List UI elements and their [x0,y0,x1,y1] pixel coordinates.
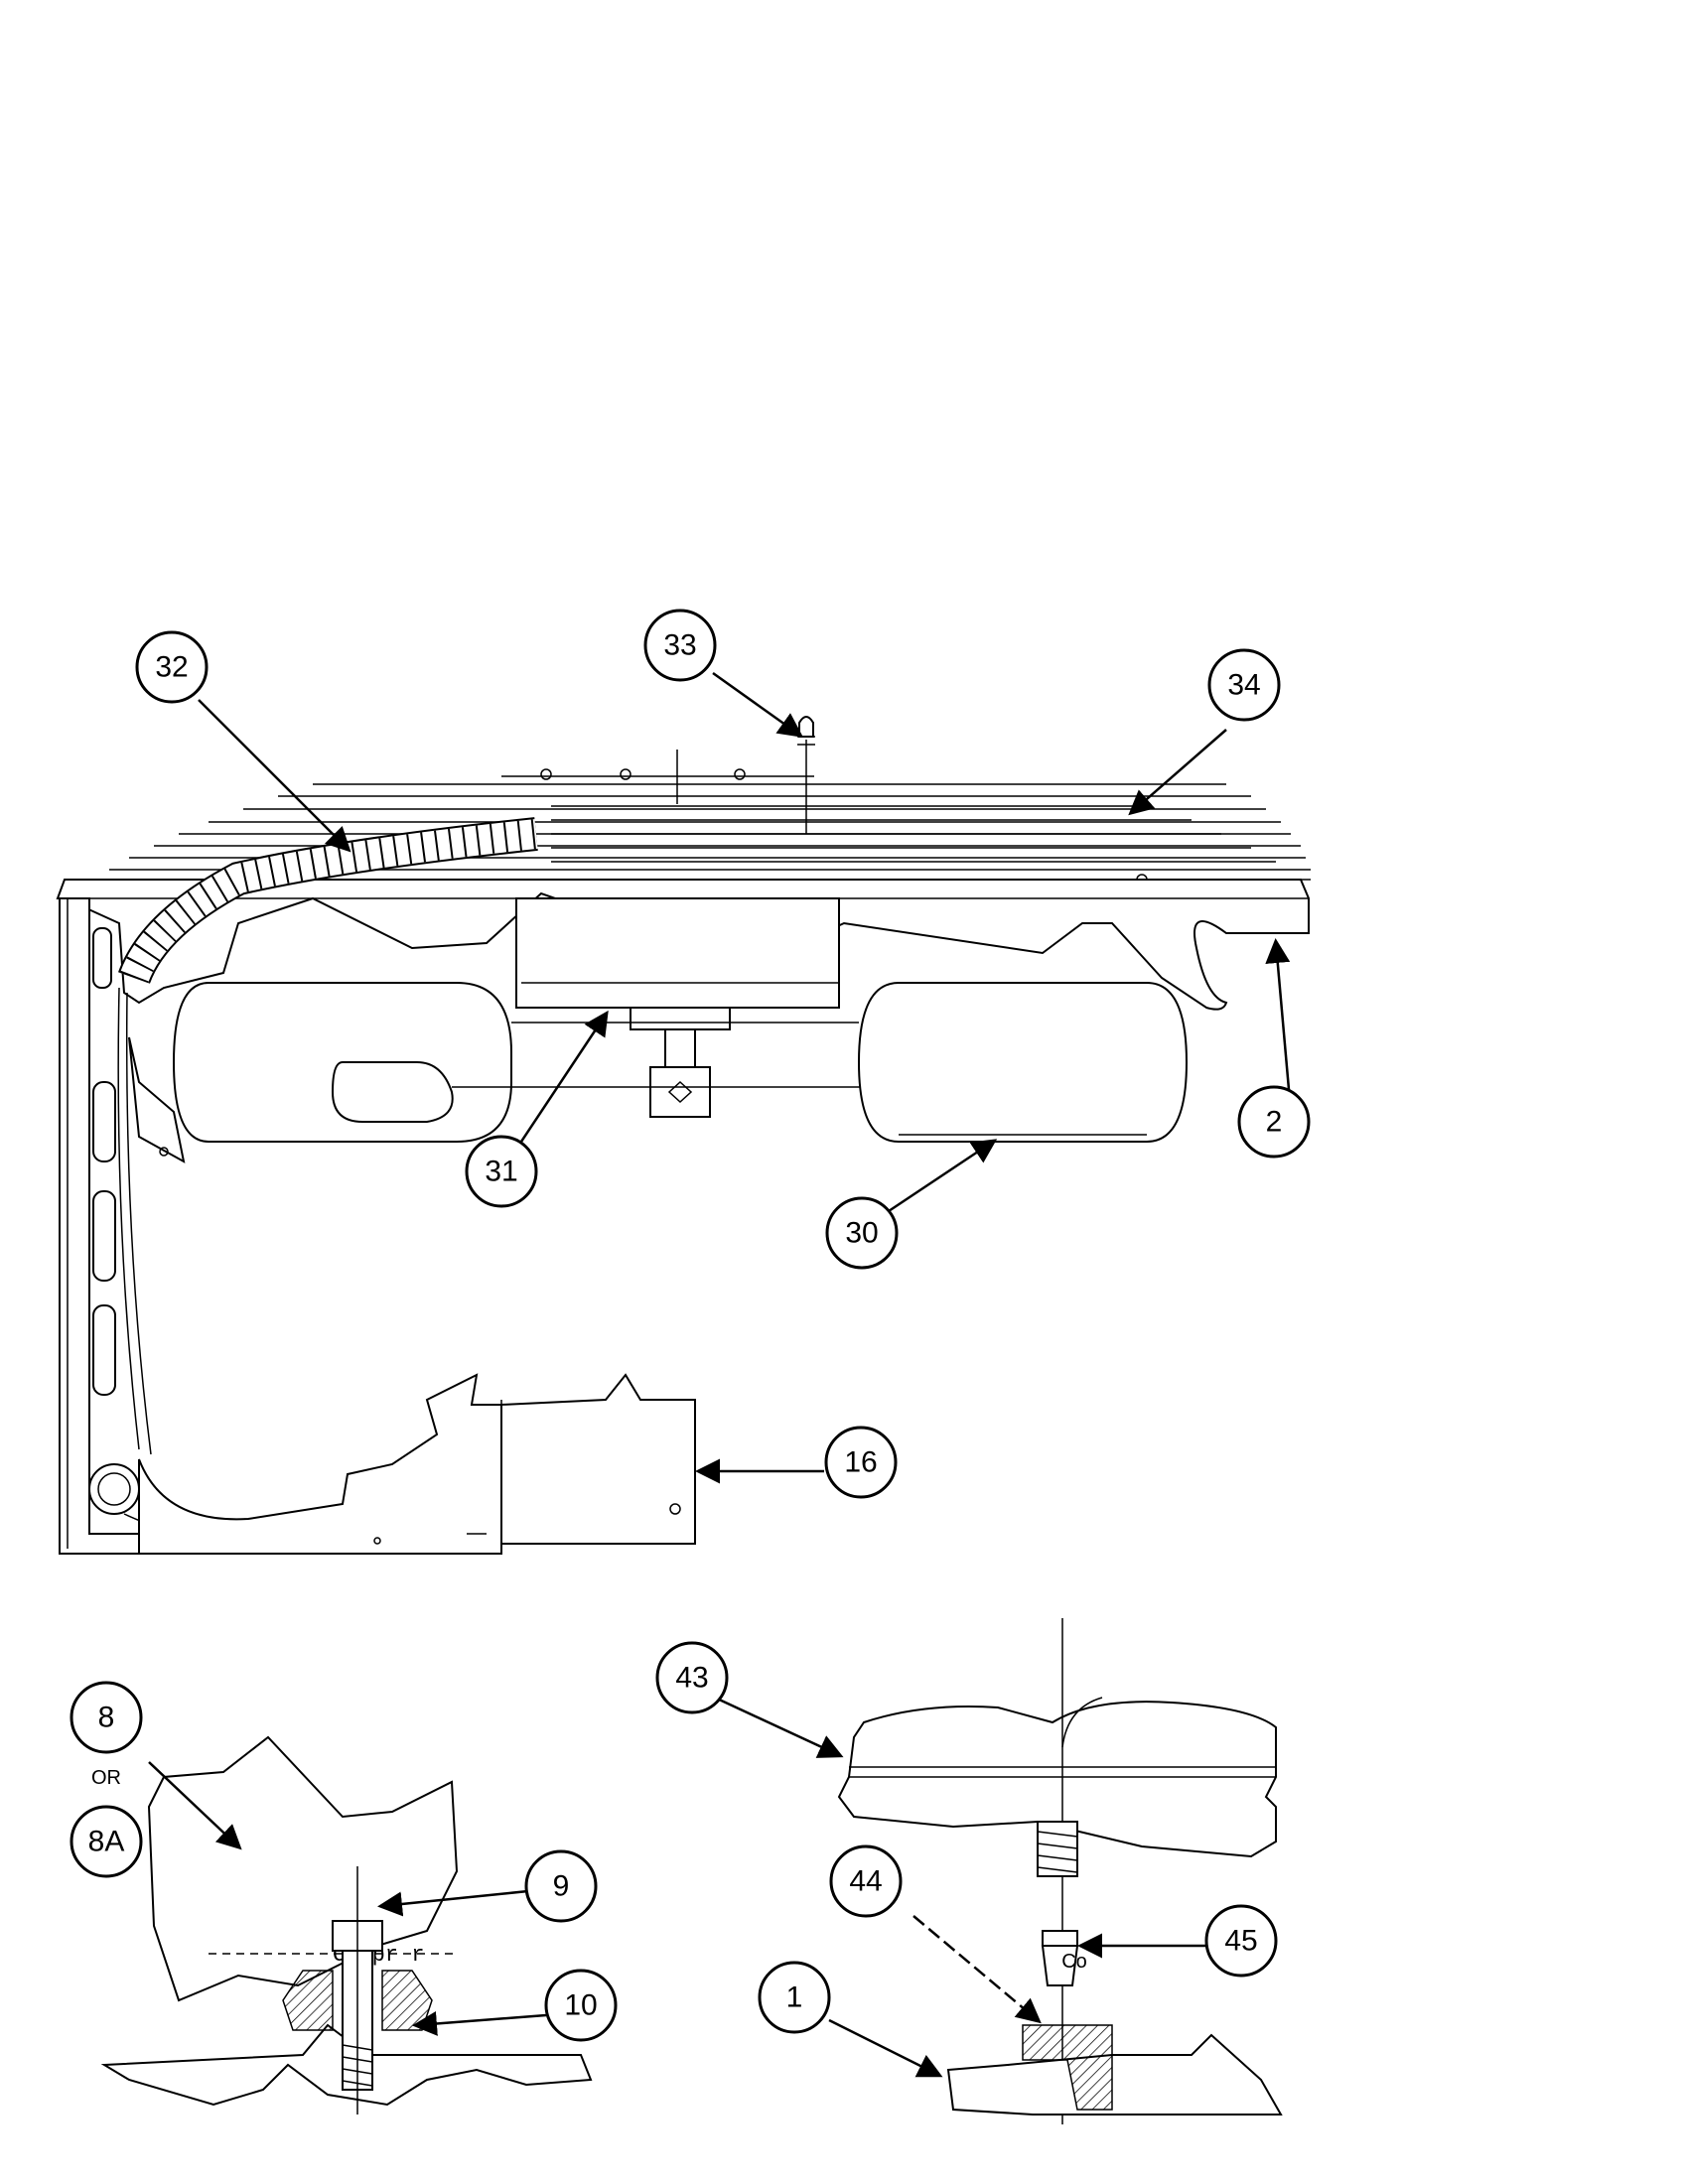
callout-34: 34 [1207,648,1281,722]
svg-text:8A: 8A [88,1826,125,1858]
control-box [138,1373,696,1555]
callout-8a: 8A [70,1805,143,1878]
svg-text:10: 10 [564,1989,597,2022]
or-label: OR [91,1767,121,1789]
fan-blade-left [172,982,864,1143]
callout-1: 1 [758,1961,831,2034]
svg-text:9: 9 [553,1870,570,1903]
callout-10: 10 [544,1969,618,2042]
wire-conduit [118,817,538,985]
svg-text:45: 45 [1224,1925,1257,1958]
callout-9: 9 [524,1849,598,1923]
callout-31: 31 [465,1135,538,1208]
svg-text:34: 34 [1227,669,1260,702]
callout-16: 16 [824,1426,898,1499]
callout-32: 32 [135,630,209,704]
leader-lines [148,671,1293,2078]
callout-33: 33 [643,609,717,682]
fan-blade-right [857,982,1189,1143]
svg-text:1: 1 [786,1981,803,2014]
fan-motor [515,897,840,1118]
svg-text:30: 30 [845,1217,878,1250]
compressor-mount-detail: Compr r [100,1735,593,2115]
svg-text:32: 32 [155,651,188,684]
svg-text:16: 16 [844,1446,877,1479]
svg-text:44: 44 [849,1865,882,1898]
svg-text:33: 33 [663,629,696,662]
callout-2: 2 [1237,1085,1311,1159]
svg-text:2: 2 [1266,1106,1283,1139]
compressor-foot-detail: Co [837,1618,1283,2124]
side-panel [59,897,502,1555]
callout-43: 43 [655,1641,729,1714]
callout-30: 30 [825,1196,899,1270]
svg-text:8: 8 [98,1702,115,1734]
callout-45: 45 [1204,1904,1278,1978]
svg-text:31: 31 [485,1156,517,1188]
svg-text:43: 43 [675,1662,708,1695]
callout-44: 44 [829,1844,903,1918]
co-label: Co [1061,1951,1087,1973]
callout-8: 8 [70,1681,143,1754]
